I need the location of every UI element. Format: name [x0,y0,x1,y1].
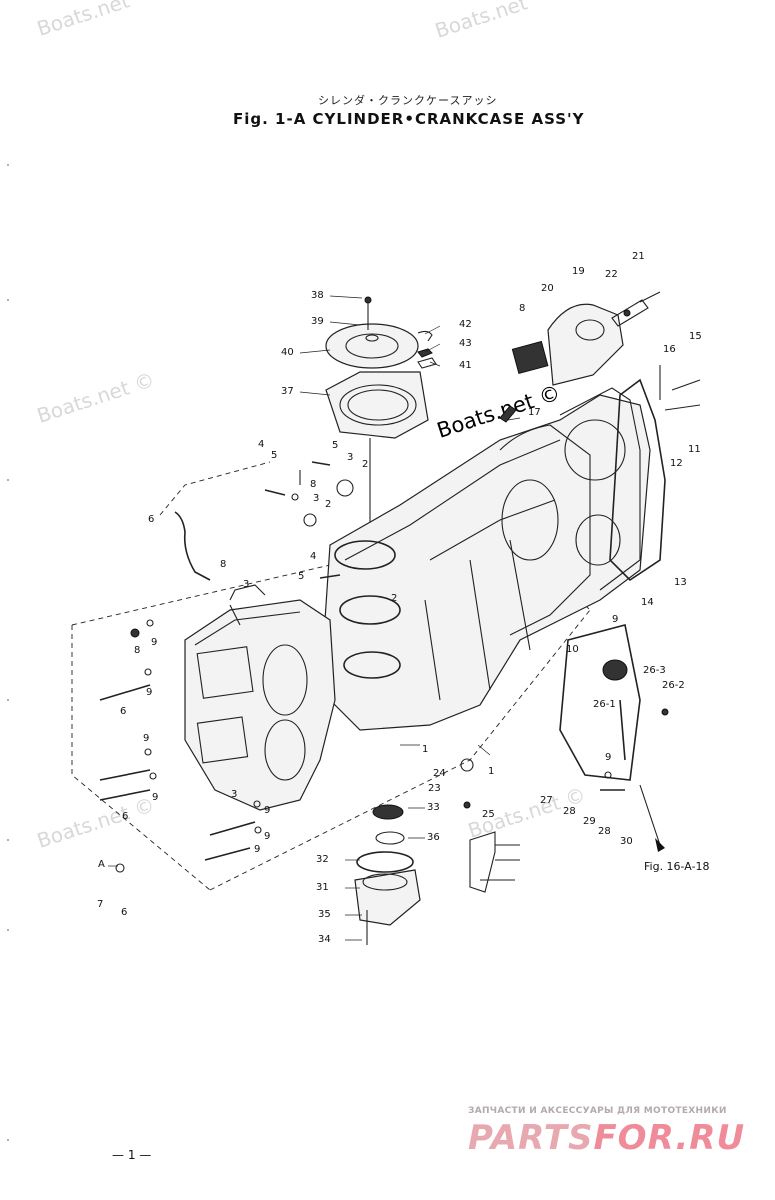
callout-13: 13 [674,577,687,588]
title-japanese: シレンダ・クランクケースアッシ [318,94,498,107]
callout-5c: 5 [298,571,305,582]
callout-24: 24 [433,768,446,779]
brand-name-a: PARTS [468,1118,594,1158]
callout-10: 10 [566,644,579,655]
side-cover-plate [559,624,669,852]
callout-A: A [98,859,105,870]
callout-28a: 28 [563,806,576,817]
callout-3d: 3 [231,789,238,800]
callout-38: 38 [311,290,324,301]
brand-subtitle: ЗАПЧАСТИ И АКСЕССУАРЫ ДЛЯ МОТОТЕХНИКИ [468,1106,727,1116]
callout-8c: 8 [134,645,141,656]
callout-4b: 4 [310,551,317,562]
callout-3a: 3 [347,452,354,463]
figure-reference: Fig. 16-A-18 [644,860,710,873]
callout-1a: 1 [422,744,429,755]
callout-37: 37 [281,386,294,397]
callout-8b: 8 [220,559,227,570]
figure-title: Fig. 1-A CYLINDER•CRANKCASE ASS'Y [233,110,585,128]
callout-9h: 9 [605,752,612,763]
callout-9d: 9 [152,792,159,803]
callout-21: 21 [632,251,645,262]
thermostat-group [499,291,701,423]
callout-28b: 28 [598,826,611,837]
callout-25: 25 [482,809,495,820]
callout-9c: 9 [143,733,150,744]
callout-11: 11 [688,444,701,455]
callout-31: 31 [316,882,329,893]
callout-9e: 9 [264,805,271,816]
callout-6b: 6 [120,706,127,717]
callout-8-top: 8 [519,303,526,314]
callout-30: 30 [620,836,633,847]
callout-2b: 2 [325,499,332,510]
leader-lines [108,295,521,941]
callout-14: 14 [641,597,654,608]
callout-26-2: 26-2 [662,680,685,691]
callout-42: 42 [459,319,472,330]
callout-35: 35 [318,909,331,920]
callout-5a: 5 [271,450,278,461]
callout-43: 43 [459,338,472,349]
callout-19: 19 [572,266,585,277]
callout-15: 15 [689,331,702,342]
callout-9g: 9 [254,844,261,855]
callout-41: 41 [459,360,472,371]
callout-2c: 2 [391,593,398,604]
brand-name-b: FOR.RU [593,1118,746,1158]
callout-12: 12 [670,458,683,469]
callout-36: 36 [427,832,440,843]
callout-20: 20 [541,283,554,294]
callout-3b: 3 [313,493,320,504]
callout-1b: 1 [488,766,495,777]
callout-23: 23 [428,783,441,794]
cylinder-block [184,584,336,811]
callout-5b: 5 [332,440,339,451]
callout-16: 16 [663,344,676,355]
callout-39: 39 [311,316,324,327]
brand-logo: PARTSFOR.RU [468,1118,745,1158]
callout-40: 40 [281,347,294,358]
callout-9a: 9 [151,637,158,648]
callout-27: 27 [540,795,553,806]
crankcase-body [324,394,651,731]
callout-34: 34 [318,934,331,945]
hose [174,511,211,581]
callout-6: 6 [148,514,155,525]
callout-22: 22 [605,269,618,280]
callout-2a: 2 [362,459,369,470]
callout-26-1: 26-1 [593,699,616,710]
upper-fasteners [229,461,354,626]
callout-6c: 6 [122,811,129,822]
head-cover-group [325,296,437,540]
side-gasket [559,378,666,591]
callout-32: 32 [316,854,329,865]
callout-29: 29 [583,816,596,827]
left-bolts [99,619,262,873]
callout-8a: 8 [310,479,317,490]
callout-4a: 4 [258,439,265,450]
callout-17: 17 [528,407,541,418]
page-number: — 1 — [112,1148,152,1162]
lower-flange-group [354,758,520,945]
callout-3c: 3 [243,579,250,590]
callout-26-3: 26-3 [643,665,666,676]
callout-9-right: 9 [612,614,619,625]
callout-6d: 6 [121,907,128,918]
callout-7: 7 [97,899,104,910]
callout-9f: 9 [264,831,271,842]
callout-9b: 9 [146,687,153,698]
callout-33: 33 [427,802,440,813]
